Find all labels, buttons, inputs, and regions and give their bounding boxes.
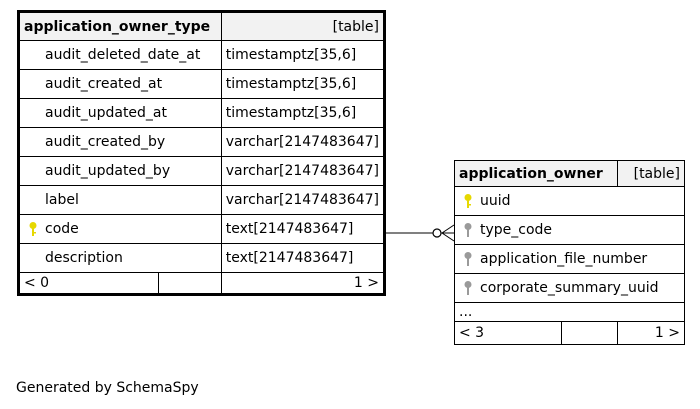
column-name-primary-key: uuid: [454, 186, 685, 216]
column-row[interactable]: code text[2147483647]: [18, 214, 386, 244]
more-columns-row[interactable]: ...: [454, 302, 685, 322]
column-name: uuid: [480, 193, 511, 209]
column-row[interactable]: description text[2147483647]: [18, 243, 386, 273]
column-name: audit_created_at: [18, 69, 222, 99]
crows-foot-lower: [441, 232, 455, 242]
column-row[interactable]: label varchar[2147483647]: [18, 185, 386, 215]
column-type: timestamptz[35,6]: [220, 40, 386, 70]
column-name-foreign-key: corporate_summary_uuid: [454, 273, 685, 303]
column-row[interactable]: corporate_summary_uuid: [454, 273, 685, 303]
column-name: audit_updated_at: [18, 98, 222, 128]
column-type: text[2147483647]: [220, 214, 386, 244]
column-type: varchar[2147483647]: [220, 185, 386, 215]
footer-spacer: [560, 321, 618, 345]
column-name-foreign-key: type_code: [454, 215, 685, 245]
table-header: application_owner_type [table]: [18, 11, 386, 41]
table-header: application_owner [table]: [454, 160, 686, 187]
column-name: audit_updated_by: [18, 156, 222, 186]
primary-key-icon: [29, 222, 37, 236]
table-footer: < 0 1 >: [18, 272, 386, 295]
column-row[interactable]: audit_updated_by varchar[2147483647]: [18, 156, 386, 186]
column-type: varchar[2147483647]: [220, 156, 386, 186]
column-type: timestamptz[35,6]: [220, 98, 386, 128]
column-row[interactable]: uuid: [454, 186, 685, 216]
column-name: audit_created_by: [18, 127, 222, 157]
column-type: varchar[2147483647]: [220, 127, 386, 157]
footer-spacer: [157, 272, 222, 295]
table-name[interactable]: application_owner_type: [18, 11, 222, 41]
table-name[interactable]: application_owner: [454, 160, 618, 187]
column-name-foreign-key: application_file_number: [454, 244, 685, 274]
column-name: type_code: [480, 222, 553, 238]
table-application-owner[interactable]: application_owner [table] uuid type_code: [454, 160, 686, 345]
parents-count[interactable]: 1 >: [220, 272, 386, 295]
column-row[interactable]: audit_updated_at timestamptz[35,6]: [18, 98, 386, 128]
column-name-primary-key: code: [18, 214, 222, 244]
column-row[interactable]: application_file_number: [454, 244, 685, 274]
foreign-key-icon: [464, 252, 472, 266]
crows-foot-upper: [441, 224, 455, 234]
column-name: description: [18, 243, 222, 273]
table-footer: < 3 1 >: [454, 321, 686, 345]
column-type: timestamptz[35,6]: [220, 69, 386, 99]
foreign-key-icon: [464, 223, 472, 237]
primary-key-icon: [464, 194, 472, 208]
more-columns: ...: [454, 302, 685, 322]
column-name: label: [18, 185, 222, 215]
column-name: corporate_summary_uuid: [480, 280, 659, 296]
table-kind: [table]: [220, 11, 386, 41]
parents-count[interactable]: 1 >: [616, 321, 686, 345]
column-row[interactable]: audit_created_at timestamptz[35,6]: [18, 69, 386, 99]
table-kind: [table]: [616, 160, 686, 187]
children-count[interactable]: < 3: [454, 321, 562, 345]
column-row[interactable]: audit_created_by varchar[2147483647]: [18, 127, 386, 157]
column-name: audit_deleted_date_at: [18, 40, 222, 70]
children-count[interactable]: < 0: [18, 272, 159, 295]
column-name: application_file_number: [480, 251, 648, 267]
column-row[interactable]: type_code: [454, 215, 685, 245]
foreign-key-icon: [464, 281, 472, 295]
table-application-owner-type[interactable]: application_owner_type [table] audit_del…: [17, 10, 386, 296]
zero-optional-marker: [432, 228, 442, 238]
column-type: text[2147483647]: [220, 243, 386, 273]
generated-by-note: Generated by SchemaSpy: [16, 380, 199, 396]
column-name: code: [45, 221, 79, 237]
column-row[interactable]: audit_deleted_date_at timestamptz[35,6]: [18, 40, 386, 70]
